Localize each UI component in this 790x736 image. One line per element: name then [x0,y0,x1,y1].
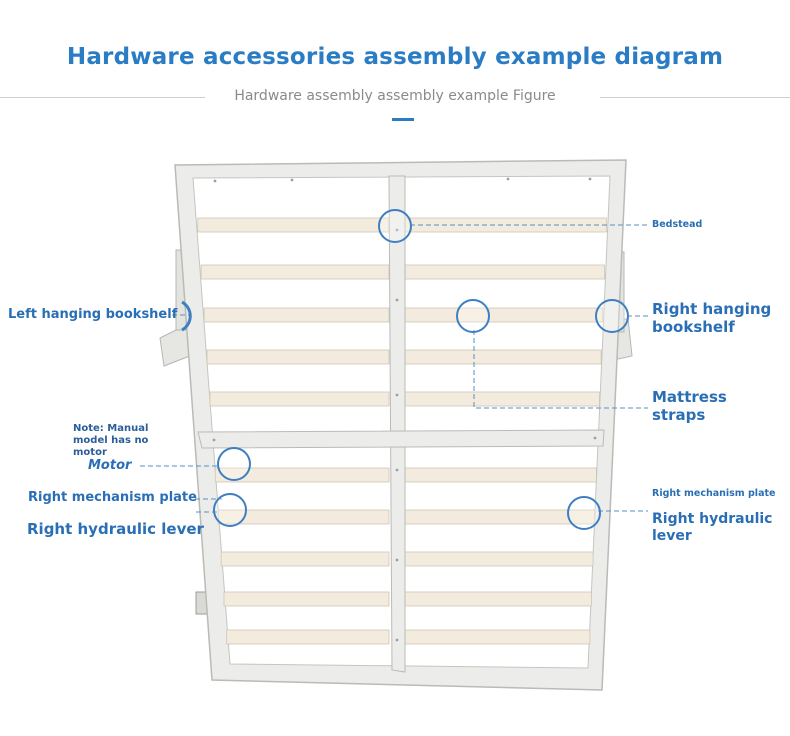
callout-right-bookshelf [595,299,629,333]
slat-9-left [223,591,390,607]
label-left-hanging-bookshelf: Left hanging bookshelf [8,307,178,322]
slat-5-right [404,391,600,407]
slat-10-right [404,629,591,645]
slat-10-left [226,629,390,645]
leader-lines [140,224,648,513]
label-right-mechanism-plate-right: Right mechanism plate [652,488,776,499]
callout-motor [217,447,251,481]
page-subtitle: Hardware assembly assembly example Figur… [234,88,556,104]
label-motor: Motor [88,458,132,473]
subtitle-divider-left [0,97,205,98]
bolt-dot [212,438,216,442]
slat-1-left [197,217,390,233]
label-bedstead: Bedstead [652,219,703,230]
bolt-dots [212,177,597,642]
bolt-dot [506,177,510,181]
bolt-dot [290,178,294,182]
subtitle-row: Hardware assembly assembly example Figur… [0,86,790,110]
callout-bedstead [378,209,412,243]
slat-8-right [404,551,594,567]
label-right-hanging-bookshelf: Right hanging bookshelf [652,300,772,336]
bolt-dot [395,228,399,232]
accent-dash [392,118,414,121]
slat-6-left [214,467,390,483]
middle-cross-rail [197,429,605,449]
slat-4-right [404,349,602,365]
callout-right-hydraulic [567,496,601,530]
slat-3-right [404,307,604,323]
slat-5-left [209,391,390,407]
callout-circles [213,209,629,530]
bolt-dot [588,177,592,181]
slat-2-right [404,264,605,280]
bolt-dot [593,436,597,440]
callout-left-bookshelf [181,300,192,332]
label-right-hydraulic-lever-right: Right hydraulic lever [652,511,773,544]
label-note-manual-model: Note: Manual model has no motor [73,423,149,458]
slat-7-left [217,509,390,525]
slat-9-right [404,591,592,607]
subtitle-divider-right [600,97,790,98]
bolt-dot [395,638,399,642]
slat-2-left [200,264,390,280]
bolt-dot [395,298,399,302]
center-spine [388,175,406,673]
label-mattress-straps: Mattress straps [652,388,727,424]
bolt-dot [395,393,399,397]
slat-8-left [220,551,390,567]
bolt-dot [213,179,217,183]
slat-7-right [404,509,596,525]
slat-group [197,217,607,645]
leader-mattress-straps [473,330,648,409]
label-right-hydraulic-lever-left: Right hydraulic lever [27,520,204,538]
page-title: Hardware accessories assembly example di… [66,44,724,70]
callout-right-mechanism-plate [213,493,247,527]
bolt-dot [395,558,399,562]
callout-mattress-straps [456,299,490,333]
bolt-dot [395,468,399,472]
label-right-mechanism-plate-left: Right mechanism plate [28,490,197,505]
slat-3-left [203,307,390,323]
slat-6-right [404,467,597,483]
slat-4-left [206,349,390,365]
